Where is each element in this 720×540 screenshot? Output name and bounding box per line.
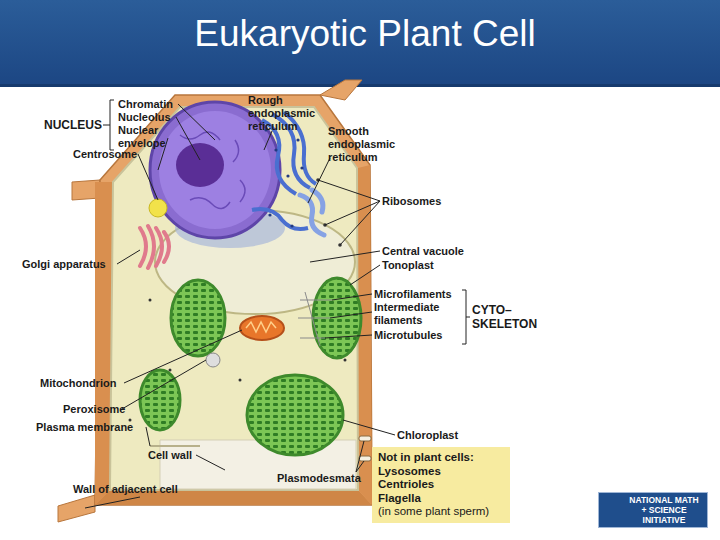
node-text: (in some plant sperm) xyxy=(378,505,504,519)
leader-lines xyxy=(330,312,372,318)
rough-er xyxy=(286,174,289,177)
node-heading: NATIONAL MATH + SCIENCE INITIATIVE xyxy=(627,495,701,525)
leader-lines xyxy=(356,441,364,472)
leader-lines xyxy=(146,427,150,446)
smooth-er xyxy=(300,190,324,235)
node-text: Lysosomes xyxy=(378,465,504,479)
rough-er xyxy=(268,213,271,216)
golgi-apparatus xyxy=(140,228,146,266)
golgi-apparatus xyxy=(164,232,169,262)
part-label: Rough endoplasmic reticulum xyxy=(248,94,328,133)
adjacent-walls xyxy=(58,80,362,522)
golgi-apparatus xyxy=(140,226,169,268)
leader-lines xyxy=(138,154,158,200)
leader-lines xyxy=(117,250,140,264)
centrosome xyxy=(149,199,167,217)
part-label: Ribosomes xyxy=(382,195,472,208)
leader-lines xyxy=(85,497,140,508)
chloroplasts xyxy=(247,375,343,455)
rough-er xyxy=(264,128,303,227)
part-label: NUCLEUS xyxy=(44,118,114,132)
ribosomes xyxy=(344,359,347,362)
part-label: Centrosome xyxy=(73,148,163,161)
part-label: Cell wall xyxy=(148,449,218,462)
chloroplasts xyxy=(140,278,361,455)
ribosomes xyxy=(149,299,152,302)
leader-lines xyxy=(318,180,380,245)
node-text-group: NATIONAL MATH + SCIENCE INITIATIVE xyxy=(627,495,701,525)
slide-title: Eukaryotic Plant Cell xyxy=(0,12,720,56)
plasmodesmata xyxy=(359,456,371,461)
leader-lines xyxy=(310,251,380,262)
ribosomes xyxy=(169,369,172,372)
note-box: Not in plant cells:LysosomesCentriolesFl… xyxy=(372,447,510,523)
smooth-er xyxy=(312,190,323,212)
leader-lines xyxy=(343,420,395,435)
leader-lines xyxy=(196,455,225,470)
rough-er xyxy=(290,224,293,227)
node-heading: Not in plant cells: xyxy=(378,451,504,465)
node-text-group: Not in plant cells:LysosomesCentriolesFl… xyxy=(378,451,504,519)
leader-lines xyxy=(103,100,114,150)
plasmodesmata xyxy=(359,436,371,441)
part-label: Microtubules xyxy=(374,329,474,342)
leader-lines xyxy=(350,265,380,285)
part-label: Intermediate filaments xyxy=(374,301,458,327)
part-label: Chromatin xyxy=(118,98,198,111)
mitochondrion xyxy=(246,322,276,332)
ribosomes xyxy=(239,379,242,382)
part-label: Mitochondrion xyxy=(40,377,140,390)
leader-lines xyxy=(178,104,215,140)
part-label: Nuclear envelope xyxy=(118,124,178,150)
leader-lines xyxy=(176,117,200,160)
node-text: Centrioles xyxy=(378,478,504,492)
adjacent-walls xyxy=(320,80,362,100)
rough-er xyxy=(296,138,299,141)
leader-lines xyxy=(264,131,272,150)
plasmodesmata xyxy=(359,436,371,461)
leader-lines xyxy=(332,294,372,300)
leader-lines xyxy=(462,290,470,344)
part-label: Plasma membrane xyxy=(36,421,156,434)
leader-lines xyxy=(122,360,206,409)
cytoplasm xyxy=(150,445,200,447)
golgi-apparatus xyxy=(156,228,162,266)
part-label: Central vacuole xyxy=(382,245,492,258)
centrosome xyxy=(149,199,167,217)
mitochondrion xyxy=(240,316,284,340)
part-label: Chloroplast xyxy=(397,429,487,442)
peroxisome xyxy=(206,353,220,367)
part-label: Wall of adjacent cell xyxy=(73,483,213,496)
nucleus xyxy=(176,143,224,187)
rough-er xyxy=(300,166,303,169)
header-band xyxy=(0,84,720,87)
part-label: Nucleolus xyxy=(118,111,198,124)
golgi-apparatus xyxy=(148,226,154,268)
chloroplasts xyxy=(171,280,225,356)
adjacent-walls xyxy=(58,495,95,522)
part-label: Plasmodesmata xyxy=(277,472,377,485)
rough-er xyxy=(252,209,308,229)
node-text: Flagella xyxy=(378,492,504,506)
rough-er xyxy=(274,148,277,151)
peroxisome xyxy=(206,353,220,367)
part-label: Smooth endoplasmic reticulum xyxy=(328,125,413,164)
logo-box: NATIONAL MATH + SCIENCE INITIATIVE xyxy=(598,492,708,528)
part-label: Golgi apparatus xyxy=(22,258,132,271)
part-label: Peroxisome xyxy=(63,403,143,416)
part-label: CYTO– SKELETON xyxy=(472,303,546,331)
mitochondrion xyxy=(240,316,284,340)
leader-lines xyxy=(325,335,372,338)
part-label: Tonoplast xyxy=(382,259,472,272)
leader-lines xyxy=(124,330,242,383)
part-label: Microfilaments xyxy=(374,288,474,301)
